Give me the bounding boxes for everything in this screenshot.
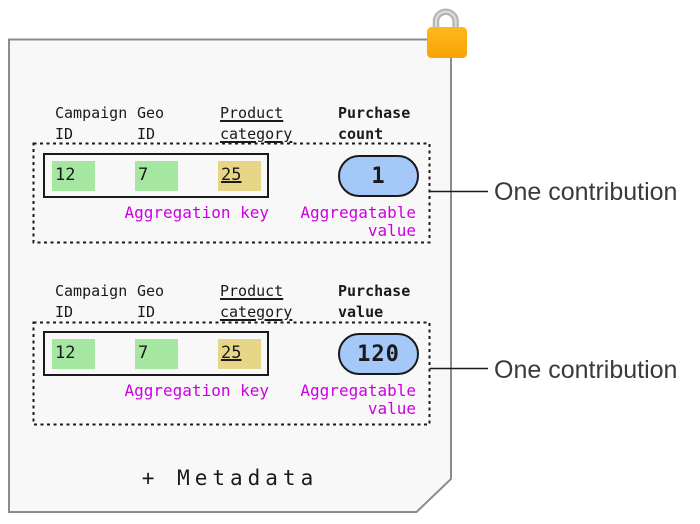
aggregation-key-label: Aggregation key [124,203,270,222]
aggregatable-value-pill: 1 [338,155,419,197]
aggregatable-value-label: Aggregatable value [300,203,416,240]
contribution-boundary-1 [32,142,431,244]
header-geo-id: Geo ID [137,282,165,321]
aggregatable-value-pill: 120 [338,333,419,375]
header-geo-id: Geo ID [137,104,165,143]
one-contribution-annotation: One contribution [494,356,678,384]
contribution-boundary-2 [32,321,431,426]
header-purchase-count: Purchase count [338,104,411,143]
lock-icon [427,8,467,58]
lock-shackle-highlight [434,10,457,30]
aggregation-key-box: 12 7 25 [43,153,269,198]
header-campaign-id: Campaign ID [55,282,128,321]
one-contribution-annotation: One contribution [494,178,678,206]
header-campaign-id: Campaign ID [55,104,128,143]
key-cell-campaign-id: 12 [52,161,95,191]
key-cell-geo-id: 7 [135,161,178,191]
metadata-label: + Metadata [141,466,319,490]
contribution-record-2: Campaign ID Geo ID Product category Purc… [0,276,700,451]
key-cell-geo-id: 7 [135,339,178,369]
header-product-category: Product category [220,282,293,321]
contribution-record-1: Campaign ID Geo ID Product category Purc… [0,98,700,273]
lock-body [427,27,467,58]
header-purchase-value: Purchase value [338,282,411,321]
key-cell-product-category: 25 [218,339,261,369]
aggregatable-value-label: Aggregatable value [300,381,416,418]
key-cell-product-category: 25 [218,161,261,191]
aggregation-key-box: 12 7 25 [43,331,269,376]
aggregation-key-label: Aggregation key [124,381,270,400]
header-product-category: Product category [220,104,293,143]
key-cell-campaign-id: 12 [52,339,95,369]
